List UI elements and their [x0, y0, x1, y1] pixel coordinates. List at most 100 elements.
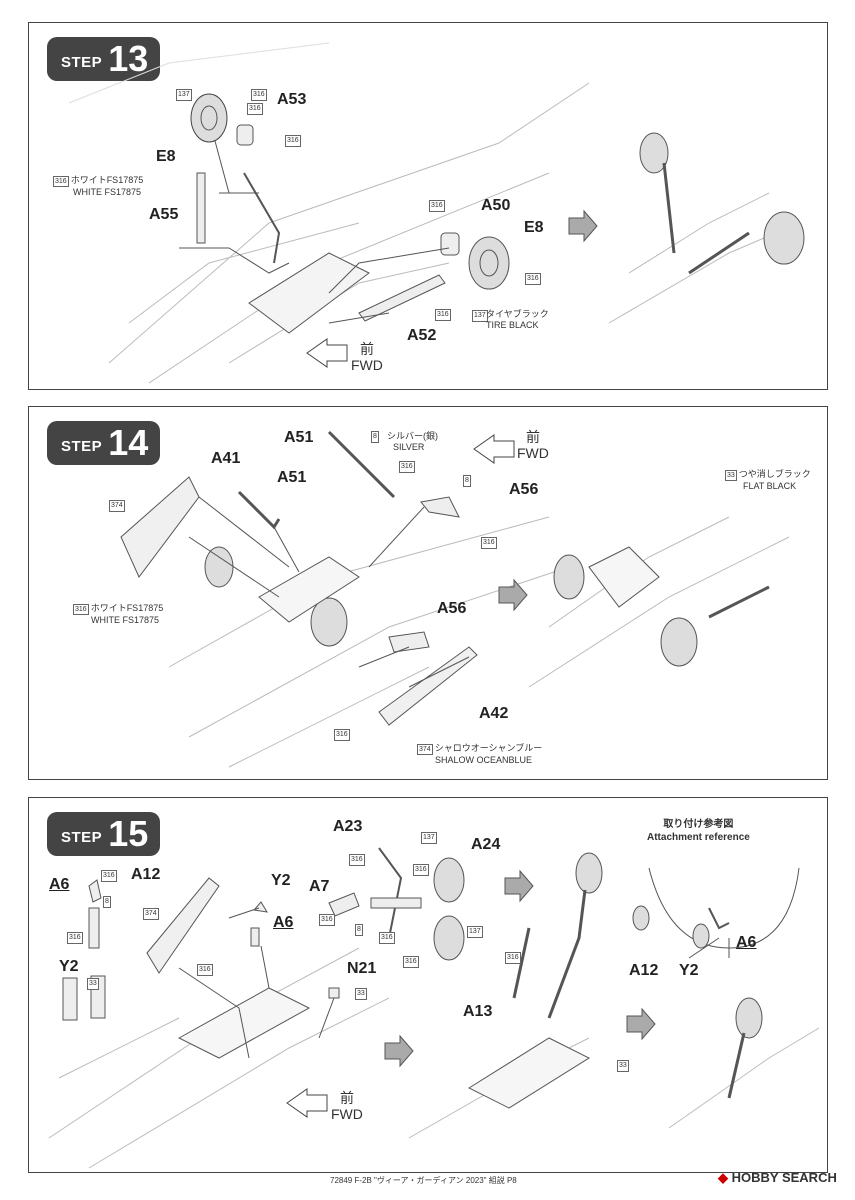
- paint-name-jp: シルバー(銀): [387, 431, 438, 441]
- paint-code: 316: [101, 870, 117, 882]
- paint-code: 316: [285, 135, 301, 147]
- paint-name-en: WHITE FS17875: [91, 615, 160, 625]
- paint-code: 316: [251, 89, 267, 101]
- paint-code: 137: [467, 926, 483, 938]
- step-label: STEP: [61, 53, 103, 71]
- watermark: ◆ HOBBY SEARCH: [718, 1170, 837, 1186]
- paint-name-jp: ホワイトFS17875: [90, 603, 164, 613]
- paint-name-en: WHITE FS17875: [73, 187, 142, 197]
- step-number: 13: [108, 38, 149, 79]
- step-label: STEP: [61, 437, 103, 455]
- next-arrow-icon: [498, 578, 528, 612]
- paint-code: 316: [73, 604, 89, 615]
- part-label: E8: [524, 219, 544, 236]
- paint-code: 374: [109, 500, 125, 512]
- step-15-badge: STEP 15: [47, 812, 161, 856]
- paint-code: 374: [143, 908, 159, 920]
- part-label: A55: [149, 206, 179, 223]
- step-number: 14: [108, 422, 149, 463]
- part-label: A7: [309, 878, 330, 895]
- paint-name-en: FLAT BLACK: [743, 481, 797, 491]
- fwd-indicator: 前 FWD: [351, 341, 383, 373]
- paint-code: 316: [413, 864, 429, 876]
- paint-name-jp: シャロウオーシャンブルー: [434, 743, 543, 753]
- paint-name-en: SHALOW OCEANBLUE: [435, 755, 533, 765]
- fwd-indicator: 前 FWD: [517, 429, 549, 461]
- paint-code: 33: [87, 978, 99, 990]
- next-arrow-icon: [384, 1034, 414, 1068]
- paint-code: 316: [505, 952, 521, 964]
- part-label: N21: [347, 960, 377, 977]
- step-14-illustration: [120, 430, 790, 768]
- step-13-badge: STEP 13: [47, 37, 161, 81]
- paint-code: 374: [417, 744, 433, 755]
- step-14-panel: STEP 14: [28, 406, 828, 780]
- tire-paint-note: タイヤブラック TIRE BLACK: [472, 309, 549, 331]
- paint-code: 316: [197, 964, 213, 976]
- fwd-arrow-icon: [306, 338, 348, 368]
- part-label: A23: [333, 818, 363, 835]
- step-number: 15: [108, 813, 149, 854]
- page-footer: 72849 F-2B "ヴィーア・ガーディアン 2023" 組説 P8: [330, 1176, 517, 1185]
- fwd-jp: 前: [359, 341, 374, 357]
- next-arrow-icon: [568, 209, 598, 243]
- paint-name-jp: つや消しブラック: [738, 469, 811, 479]
- part-label: A51: [284, 429, 314, 446]
- watermark-logo-icon: ◆: [718, 1170, 728, 1185]
- part-label: A50: [481, 197, 511, 214]
- paint-code: 316: [334, 729, 350, 741]
- fwd-jp: 前: [525, 429, 540, 445]
- next-arrow-icon: [504, 869, 534, 903]
- fwd-en: FWD: [351, 357, 383, 373]
- part-label: A42: [479, 705, 509, 722]
- paint-code: 316: [429, 200, 445, 212]
- part-label: A6: [736, 934, 756, 952]
- paint-code: 316: [379, 932, 395, 944]
- paint-name-jp: ホワイトFS17875: [70, 175, 144, 185]
- part-label: A51: [277, 469, 307, 486]
- part-label: A41: [211, 450, 241, 467]
- paint-code: 33: [725, 470, 737, 481]
- step-14-badge: STEP 14: [47, 421, 161, 465]
- paint-code: 316: [403, 956, 419, 968]
- paint-code: 8: [371, 431, 379, 443]
- ref-title-jp: 取り付け参考図: [663, 819, 734, 830]
- paint-code: 316: [525, 273, 541, 285]
- fwd-indicator: 前 FWD: [331, 1090, 363, 1122]
- fwd-arrow-icon: [286, 1088, 328, 1118]
- step-label: STEP: [61, 828, 103, 846]
- part-label: A24: [471, 836, 501, 853]
- paint-code: 316: [435, 309, 451, 321]
- part-label: A52: [407, 327, 437, 344]
- part-label-text: A6: [49, 876, 70, 893]
- part-label: E8: [156, 148, 176, 165]
- part-label: A6: [49, 876, 69, 894]
- fwd-jp: 前: [339, 1090, 354, 1106]
- paint-code: 8: [103, 896, 111, 908]
- paint-name-en: TIRE BLACK: [486, 320, 539, 330]
- step-13-panel: STEP 13: [28, 22, 828, 390]
- part-label: A13: [463, 1003, 493, 1020]
- paint-name-en: SILVER: [393, 442, 425, 452]
- paint-code: 137: [176, 89, 192, 101]
- paint-code: 33: [617, 1060, 629, 1072]
- part-label: A12: [131, 866, 161, 883]
- step-15-illustration: [48, 847, 820, 1169]
- paint-code: 137: [421, 832, 437, 844]
- paint-name-jp: タイヤブラック: [486, 309, 549, 319]
- paint-code: 316: [399, 461, 415, 473]
- next-arrow-icon: [626, 1007, 656, 1041]
- fwd-arrow-icon: [473, 434, 515, 464]
- silver-paint-note: シルバー(銀) SILVER: [387, 431, 438, 453]
- part-label: Y2: [679, 962, 699, 979]
- paint-code: 316: [53, 176, 69, 187]
- paint-code: 33: [355, 988, 367, 1000]
- part-label: A53: [277, 91, 307, 108]
- fwd-en: FWD: [331, 1106, 363, 1122]
- part-label: A12: [629, 962, 659, 979]
- part-label: A56: [437, 600, 467, 617]
- part-label: A6: [273, 914, 293, 932]
